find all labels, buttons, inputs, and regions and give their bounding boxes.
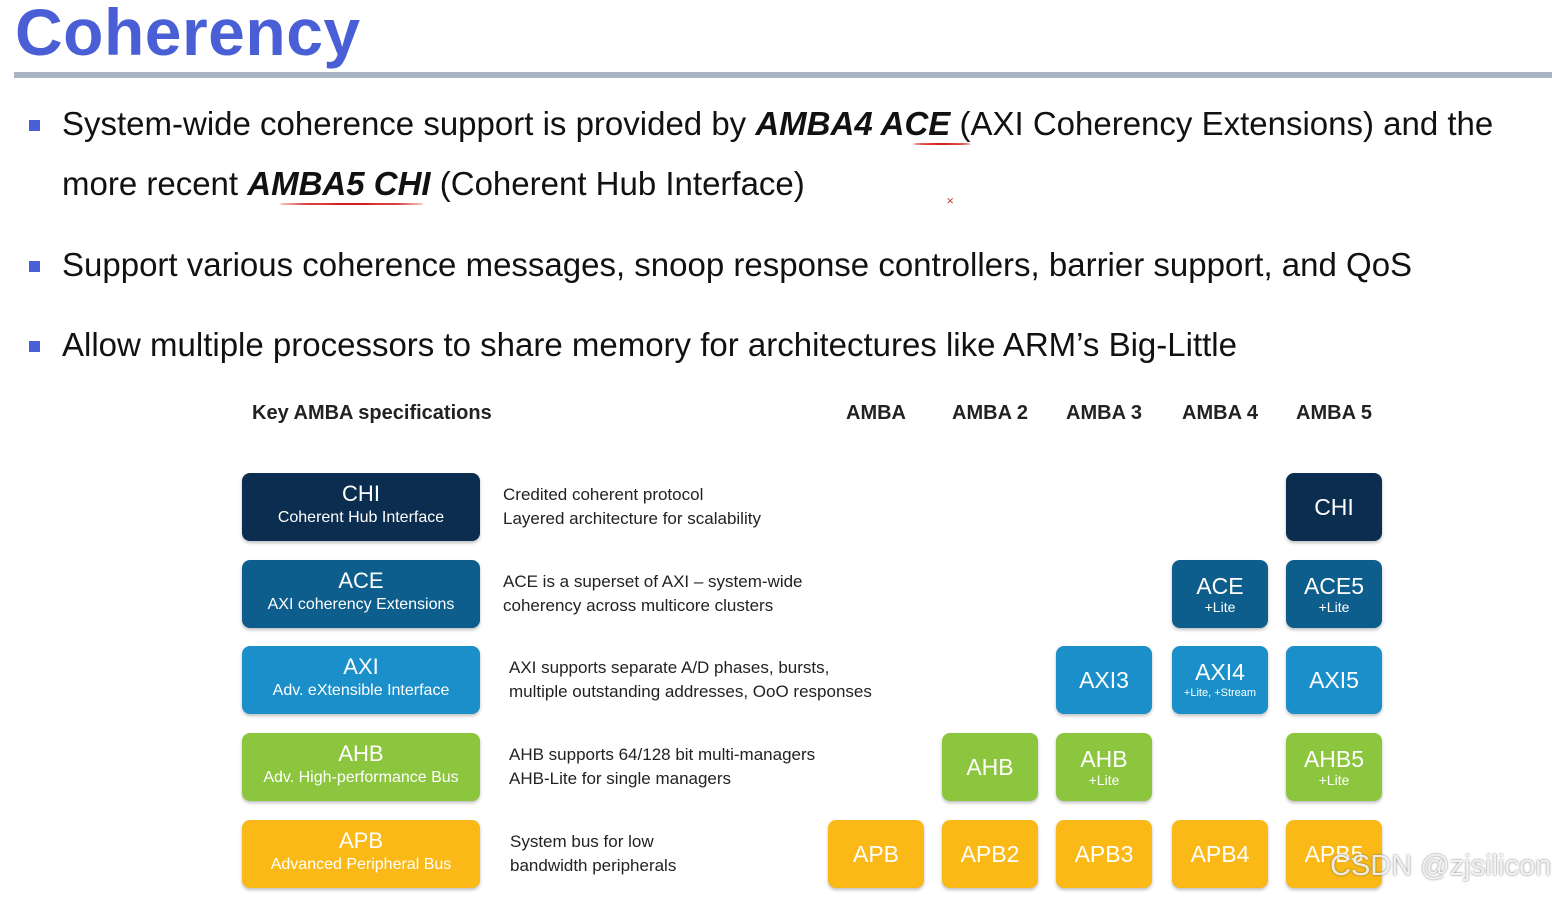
version-label: ACE5 [1303,573,1365,599]
column-header-2: AMBA 2 [952,402,1028,424]
bullet-3-text: Allow multiple processors to share memor… [62,326,1237,363]
spec-full-name: Adv. High-performance Bus [263,769,459,786]
version-label: APB4 [1190,841,1250,867]
description-line-1: AXI supports separate A/D phases, bursts… [509,658,830,677]
version-cell-apb3: APB3 [1056,820,1152,888]
version-label: AXI4 [1195,659,1245,685]
version-cell-axi3: AXI3 [1056,646,1152,714]
description-line-2: multiple outstanding addresses, OoO resp… [509,682,872,701]
title-divider [14,72,1552,78]
bullet-1-text-b: (AXI Coherency Extensions) and the [950,105,1494,142]
diagram-heading: Key AMBA specifications [252,402,492,424]
spec-full-name: AXI coherency Extensions [267,596,455,613]
version-cell-apb2: APB2 [942,820,1038,888]
version-cell-apb4: APB4 [1172,820,1268,888]
column-header-4: AMBA 4 [1182,402,1258,424]
version-cell-axi5: AXI5 [1286,646,1382,714]
spec-full-name: Adv. eXtensible Interface [272,682,450,699]
small-mark: ⨯ [946,196,955,207]
version-cell-ahb5: AHB5+Lite [1286,733,1382,801]
description-line-2: Layered architecture for scalability [503,509,761,528]
spec-box-axi: AXI Adv. eXtensible Interface [242,646,480,714]
version-label: APB5 [1304,841,1364,867]
version-label: CHI [1314,494,1354,520]
version-cell-apb5: APB5 [1286,820,1382,888]
spec-description-apb: System bus for low bandwidth peripherals [510,830,890,878]
spec-box-chi: CHI Coherent Hub Interface [242,473,480,541]
column-header-5: AMBA 5 [1296,402,1372,424]
spec-name: AHB [338,741,384,766]
bullet-1-line-2: more recent AMBA5 CHI (Coherent Hub Inte… [62,161,805,207]
version-cell-ahb: AHB+Lite [1056,733,1152,801]
version-cell-ace5: ACE5+Lite [1286,560,1382,628]
bullet-2: Support various coherence messages, snoo… [29,242,1413,288]
version-label: ACE [1196,573,1244,599]
description-line-2: coherency across multicore clusters [503,596,774,615]
version-variant: +Lite [1318,599,1350,615]
watermark: CSDN @zjsilicon [1330,850,1552,882]
bullet-2-text: Support various coherence messages, snoo… [62,246,1413,283]
spec-name: AXI [343,654,379,679]
version-label: APB2 [960,841,1020,867]
bullet-1-text-d: (Coherent Hub Interface) [430,165,805,202]
version-label: APB3 [1074,841,1134,867]
page-title: Coherency [15,0,361,69]
version-variant: +Lite, +Stream [1183,687,1257,699]
bullet-1: System-wide coherence support is provide… [29,101,1494,147]
version-variant: +Lite [1204,599,1236,615]
version-label: APB [852,841,900,867]
spec-description-ace: ACE is a superset of AXI – system-wide co… [503,570,883,618]
description-line-1: System bus for low [510,832,654,851]
description-line-1: ACE is a superset of AXI – system-wide [503,572,803,591]
spec-full-name: Advanced Peripheral Bus [270,856,452,873]
spec-box-ace: ACE AXI coherency Extensions [242,560,480,628]
version-cell-axi4: AXI4 +Lite, +Stream [1172,646,1268,714]
bullet-square-icon [29,341,40,352]
version-cell-ahb: AHB [942,733,1038,801]
bullet-3: Allow multiple processors to share memor… [29,322,1237,368]
spec-name: APB [338,828,384,853]
spec-box-ahb: AHB Adv. High-performance Bus [242,733,480,801]
description-line-2: bandwidth peripherals [510,856,677,875]
red-underline-ace [913,143,971,145]
version-label: AXI3 [1079,667,1129,693]
spec-description-axi: AXI supports separate A/D phases, bursts… [509,656,889,704]
bullet-square-icon [29,261,40,272]
version-variant: +Lite [1088,772,1120,788]
spec-box-apb: APB Advanced Peripheral Bus [242,820,480,888]
version-label: AXI5 [1309,667,1359,693]
bullet-1-em-ace: AMBA4 ACE [755,105,951,142]
description-line-1: Credited coherent protocol [503,485,704,504]
version-label: AHB [1080,746,1128,772]
column-header-1: AMBA [846,402,906,424]
spec-name: ACE [338,568,384,593]
column-header-3: AMBA 3 [1066,402,1142,424]
spec-full-name: Coherent Hub Interface [277,509,445,526]
version-label: AHB [966,754,1014,780]
bullet-1-em-chi: AMBA5 CHI [247,165,431,202]
spec-name: CHI [342,481,380,506]
bullet-1-text-c: more recent [62,165,248,202]
version-cell-ace: ACE+Lite [1172,560,1268,628]
bullet-1-text-a: System-wide coherence support is provide… [62,105,756,142]
red-underline-chi [280,203,423,205]
version-cell-apb: APB [828,820,924,888]
description-line-2: AHB-Lite for single managers [509,769,732,788]
version-label: AHB5 [1303,746,1365,772]
description-line-1: AHB supports 64/128 bit multi-managers [509,745,816,764]
version-cell-chi: CHI [1286,473,1382,541]
bullet-square-icon [29,120,40,131]
version-variant: +Lite [1318,772,1350,788]
